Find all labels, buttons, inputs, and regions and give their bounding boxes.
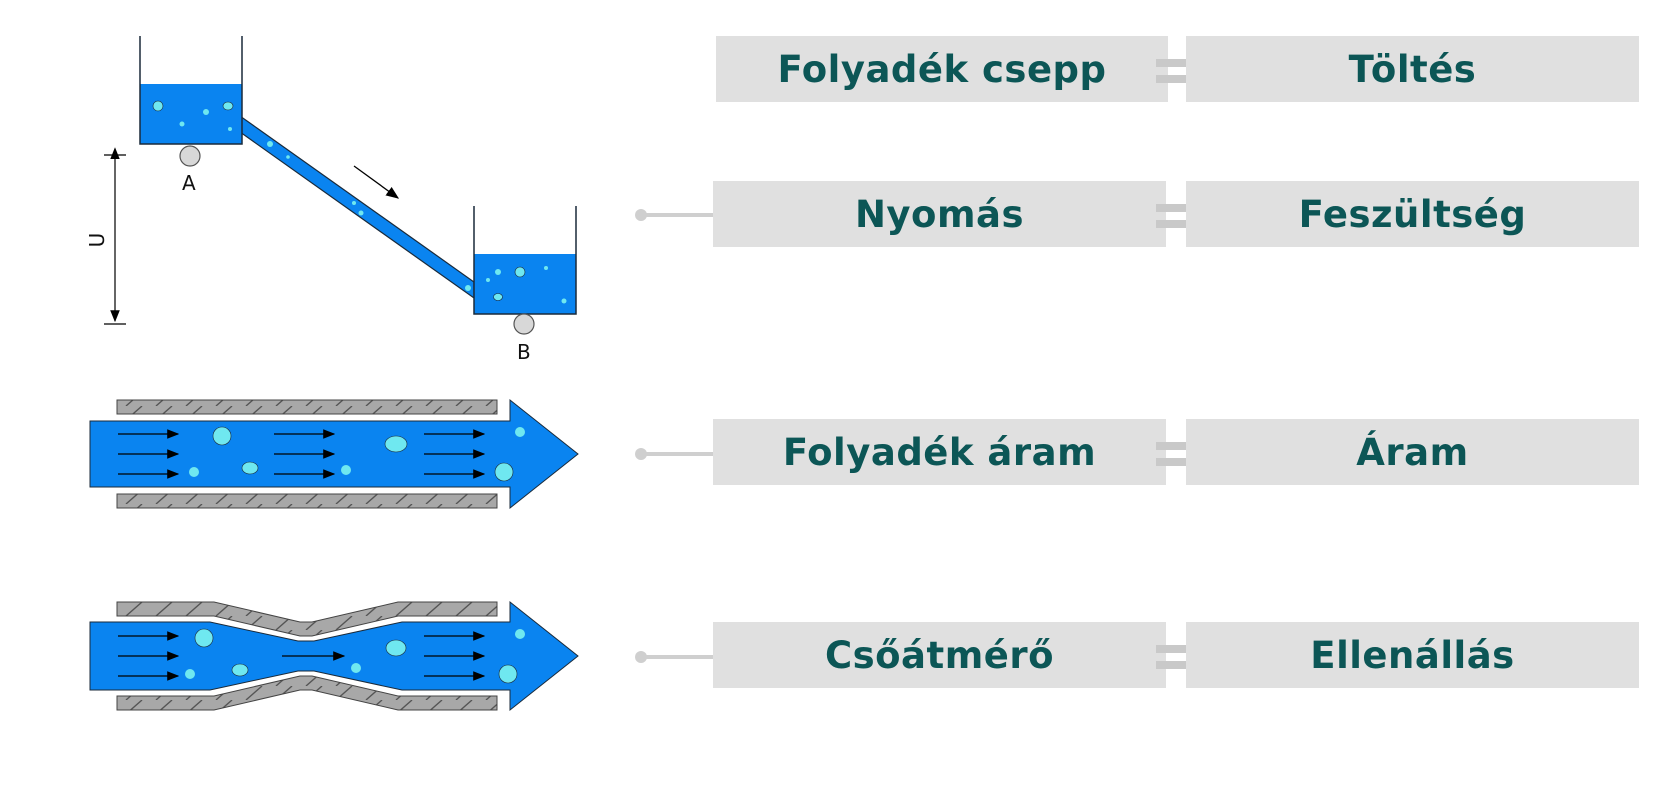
equals-icon [1156,198,1198,232]
height-dimension: U [85,147,126,325]
connector-line [640,213,716,217]
analogy-left-2: Nyomás [713,181,1166,247]
point-a-label: A [182,171,196,195]
hydraulic-analogy-diagram: A B U [85,36,579,712]
equals-icon [1156,53,1198,87]
straight-pipe-flow [89,398,579,510]
analogy-right-4: Ellenállás [1186,622,1639,688]
point-b-label: B [517,340,531,364]
pipe-wall-bottom [116,675,498,711]
flow-arrow-icon [353,165,400,199]
analogy-left-3: Folyadék áram [713,419,1166,485]
tank-b: B [473,206,577,364]
pipe-wall-bottom [116,493,498,509]
constricted-pipe-flow [89,600,579,712]
analogy-left-4: Csőátmérő [713,622,1166,688]
sloped-pipe [239,114,475,300]
analogy-right-3: Áram [1186,419,1639,485]
connector-line [640,452,716,456]
pipe-wall-top [116,601,498,637]
analogy-right-1: Töltés [1186,36,1639,102]
equals-icon [1156,436,1198,470]
analogy-left-1: Folyadék csepp [716,36,1168,102]
tank-a: A [139,36,243,195]
pipe-wall-top [116,399,498,415]
water-tank-system: A B U [85,36,577,364]
height-label: U [85,233,109,248]
equals-icon [1156,639,1198,673]
analogy-right-2: Feszültség [1186,181,1639,247]
connector-line [640,655,716,659]
